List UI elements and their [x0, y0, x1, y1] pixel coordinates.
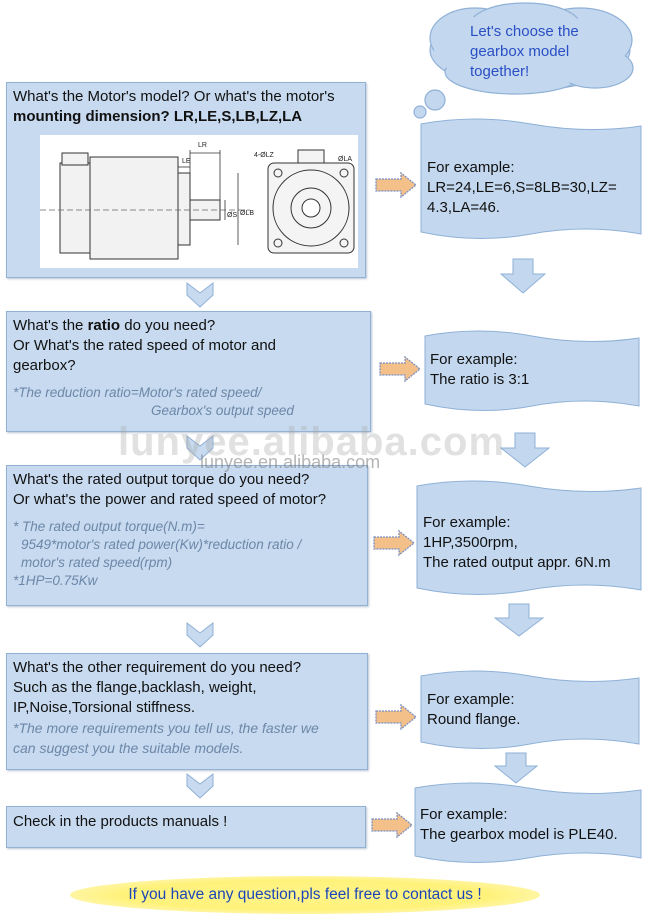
down-arrow-2	[500, 432, 550, 468]
down-arrow-4	[494, 752, 538, 784]
drawing-label-s: ØS	[227, 212, 237, 219]
step-1-bold: mounting dimension? LR,LE,S,LB,LZ,LA	[13, 108, 303, 125]
cloud-line-2: gearbox model	[470, 43, 570, 60]
step-4-box: What's the other requirement do you need…	[6, 653, 368, 770]
right-arrow-1	[375, 172, 417, 198]
step-1-line-2: mounting dimension? LR,LE,S,LB,LZ,LA	[13, 107, 359, 127]
example-2-line-1: For example:	[430, 351, 518, 368]
example-4-line-1: For example:	[427, 691, 515, 708]
example-3: For example: 1HP,3500rpm, The rated outp…	[423, 513, 638, 573]
step-2-post: do you need?	[120, 317, 216, 334]
step-3-line-2: Or what's the power and rated speed of m…	[13, 491, 327, 508]
thought-cloud	[413, 2, 634, 119]
step-2-pre: What's the	[13, 317, 88, 334]
down-arrow-1	[500, 258, 546, 294]
example-1: For example: LR=24,LE=6,S=8LB=30,LZ= 4.3…	[427, 158, 637, 218]
step-2-bold: ratio	[87, 317, 121, 334]
example-5-line-1: For example:	[420, 806, 508, 823]
step-4-line-2: Such as the flange,backlash, weight,	[13, 679, 257, 696]
example-3-line-2: 1HP,3500rpm,	[423, 534, 518, 551]
watermark-small: lunyee.en.alibaba.com	[200, 452, 381, 472]
right-arrow-4	[375, 704, 417, 730]
step-1-line-1: What's the Motor's model? Or what's the …	[13, 88, 335, 105]
down-chevron-3	[186, 622, 214, 648]
example-2-line-2: The ratio is 3:1	[430, 371, 530, 388]
step-2-note-1: *The reduction ratio=Motor's rated speed…	[13, 385, 262, 400]
step-3-note-3: motor's rated speed(rpm)	[21, 555, 173, 570]
step-5-box: Check in the products manuals !	[6, 806, 366, 848]
example-2: For example: The ratio is 3:1	[430, 350, 630, 390]
example-3-line-3: The rated output appr. 6N.m	[423, 554, 611, 571]
drawing-label-le: LE	[182, 158, 191, 165]
down-arrow-3	[494, 603, 544, 637]
down-chevron-1	[186, 282, 214, 308]
cloud-line-3: together!	[470, 63, 530, 80]
example-5-line-2: The gearbox model is PLE40.	[420, 826, 618, 843]
example-banner-5	[414, 782, 642, 864]
down-chevron-4	[186, 773, 214, 799]
example-5: For example: The gearbox model is PLE40.	[420, 805, 635, 845]
step-2-line-3: gearbox?	[13, 357, 76, 374]
step-4-line-1: What's the other requirement do you need…	[13, 659, 302, 676]
example-4: For example: Round flange.	[427, 690, 632, 730]
step-3-note-4: *1HP=0.75Kw	[13, 573, 98, 588]
example-4-line-2: Round flange.	[427, 711, 521, 728]
drawing-label-lz: 4-ØLZ	[254, 152, 275, 159]
step-5-line-1: Check in the products manuals !	[13, 813, 228, 830]
motor-dimension-drawing: LR LE ØS ØLB 4-ØLZ ØLA	[40, 135, 358, 268]
example-1-line-2: LR=24,LE=6,S=8LB=30,LZ=	[427, 179, 617, 196]
step-3-note-1: * The rated output torque(N.m)=	[13, 519, 205, 534]
step-2-line-2: Or What's the rated speed of motor and	[13, 337, 276, 354]
drawing-label-lb: ØLB	[240, 210, 254, 217]
step-2-note-2: Gearbox's output speed	[151, 403, 294, 418]
step-2-box: What's the ratio do you need? Or What's …	[6, 311, 371, 432]
step-3-note-2: 9549*motor's rated power(Kw)*reduction r…	[21, 537, 302, 552]
example-banner-3	[416, 480, 642, 596]
step-4-note-2: can suggest you the suitable models.	[13, 740, 244, 756]
right-arrow-3	[373, 530, 415, 556]
watermark-large: lunyee.alibaba.com	[118, 420, 506, 464]
drawing-label-lr: LR	[198, 142, 207, 149]
drawing-label-la: ØLA	[338, 156, 352, 163]
example-banner-2	[424, 330, 640, 412]
example-1-line-1: For example:	[427, 159, 515, 176]
example-1-line-3: 4.3,LA=46.	[427, 199, 500, 216]
step-3-line-1: What's the rated output torque do you ne…	[13, 471, 310, 488]
step-4-line-3: IP,Noise,Torsional stiffness.	[13, 699, 196, 716]
cloud-text: Let's choose the gearbox model together!	[470, 22, 579, 82]
right-arrow-5	[371, 812, 413, 838]
cloud-line-1: Let's choose the	[470, 23, 579, 40]
step-4-note-1: *The more requirements you tell us, the …	[13, 720, 319, 736]
step-2-line-1: What's the ratio do you need?	[13, 316, 364, 336]
down-chevron-2	[186, 435, 214, 461]
step-3-box: What's the rated output torque do you ne…	[6, 465, 368, 606]
example-banner-1	[420, 118, 642, 240]
example-3-line-1: For example:	[423, 514, 511, 531]
contact-banner: If you have any question,pls feel free t…	[70, 876, 540, 914]
right-arrow-2	[379, 356, 421, 382]
example-banner-4	[420, 670, 640, 750]
